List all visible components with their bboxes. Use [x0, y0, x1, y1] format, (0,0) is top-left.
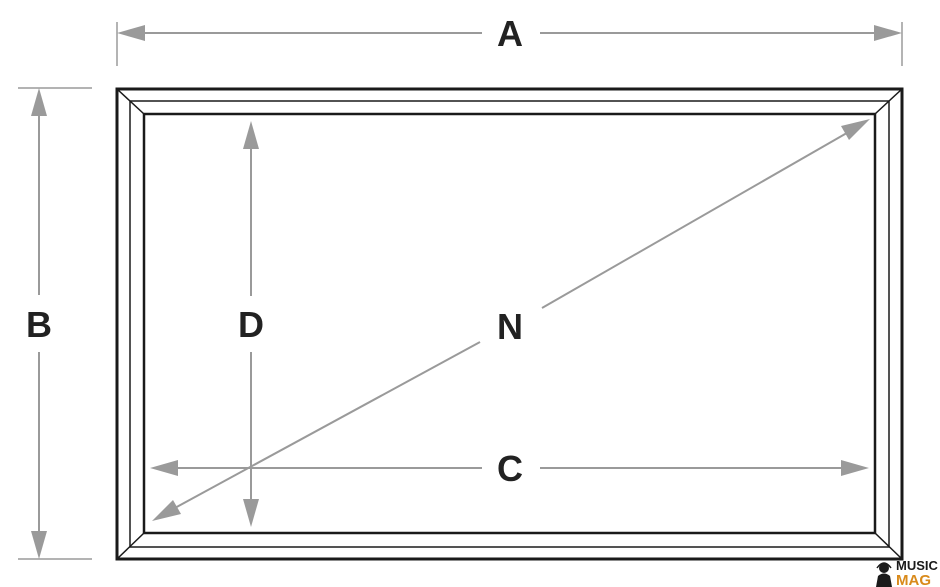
dimension-d-arrow-top — [243, 121, 259, 149]
dimension-b-arrow-top — [31, 88, 47, 116]
bevel-corner-top-left — [116, 88, 145, 115]
dimension-c-arrow-right — [841, 460, 869, 476]
dimension-a-label: A — [497, 13, 523, 54]
screen-frame — [115, 87, 904, 561]
dimension-b-label: B — [26, 304, 52, 345]
dimension-a-arrow-right — [874, 25, 902, 41]
frame-outer-edge — [115, 87, 904, 561]
dimension-n-arrow-upper — [841, 119, 870, 140]
bevel-corner-bottom-right — [874, 532, 903, 560]
bevel-corner-bottom-left — [116, 532, 145, 560]
dimension-n-line-lower — [161, 341, 481, 516]
dimension-c: C — [150, 448, 869, 489]
dimension-b: B — [26, 88, 52, 559]
dimension-c-label: C — [497, 448, 523, 489]
extension-lines — [18, 22, 903, 560]
watermark-mag-text: MAG — [896, 572, 931, 587]
dimension-n-arrow-lower — [152, 500, 181, 521]
headphones-person-icon — [876, 562, 892, 587]
dimension-a: A — [117, 13, 902, 54]
dimension-d: D — [238, 121, 264, 527]
dimension-d-label: D — [238, 304, 264, 345]
dimension-n: N — [152, 119, 870, 521]
watermark-music-text: MUSIC — [896, 558, 939, 573]
dimension-a-arrow-left — [117, 25, 145, 41]
frame-inner-edge — [142, 112, 877, 535]
bevel-corner-top-right — [874, 88, 903, 115]
dimension-d-arrow-bottom — [243, 499, 259, 527]
dimension-n-line-upper — [541, 125, 860, 309]
dimension-c-arrow-left — [150, 460, 178, 476]
dimension-b-arrow-bottom — [31, 531, 47, 559]
dimension-n-label: N — [497, 306, 523, 347]
watermark: MUSIC MAG — [876, 558, 939, 587]
frame-mid-edge — [129, 100, 890, 548]
